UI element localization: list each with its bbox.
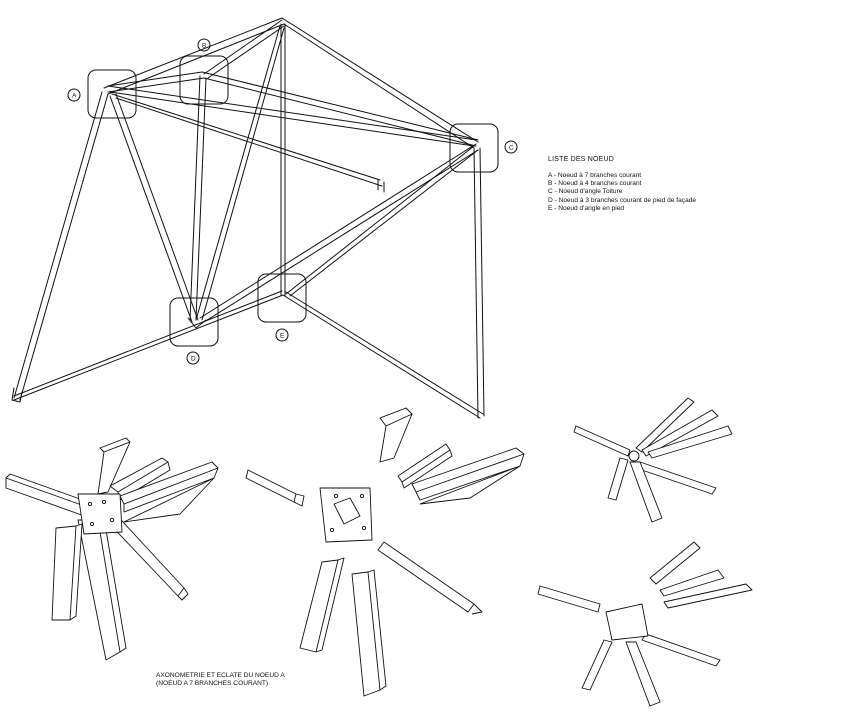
diagonal-c-d	[199, 143, 479, 323]
ground-beam-right	[282, 291, 484, 419]
post-right	[473, 147, 485, 419]
node-markers	[67, 38, 518, 365]
node-letter-e: E	[280, 333, 285, 340]
detail-caption: AXONOMETRIE ET ECLATE DU NOEUD A (NOEUD …	[156, 672, 285, 688]
diagonal-c-e	[285, 145, 479, 297]
node-letter-c: C	[509, 145, 514, 152]
node-letter-a: A	[72, 93, 77, 100]
post-center	[280, 23, 286, 297]
chord-a-b	[107, 71, 205, 93]
ground-beam-left	[13, 290, 284, 401]
node-a-exploded	[245, 407, 525, 697]
legend-item-d: D - Noeud à 3 branches courant de pied d…	[548, 196, 697, 204]
node-box-a	[87, 69, 137, 119]
node-legend: LISTE DES NOEUD A - Noeud à 7 branches c…	[548, 156, 696, 213]
ridge-apex-c	[281, 17, 479, 149]
foot-d	[187, 317, 207, 329]
legend-item-b: B - Noeud à 4 branches courant	[548, 180, 642, 188]
diagonal-apex-d	[195, 25, 285, 321]
diagonal-apex-b	[203, 19, 285, 79]
chord-b-c	[201, 71, 479, 147]
ridge-a-apex	[103, 17, 285, 95]
legend-item-a: A - Noeud à 7 branches courant	[548, 172, 642, 179]
legend-item-e: E - Noeud d'angle en pied	[548, 204, 625, 212]
chord-a-c-upper	[107, 85, 477, 147]
node-letter-d: D	[191, 356, 196, 363]
node-bubble-c	[504, 140, 518, 154]
node-letters: A B C D E	[72, 43, 514, 363]
caption-line-2: (NOEUD A 7 BRANCHES COURANT)	[156, 680, 269, 687]
node-box-b	[179, 55, 229, 105]
legend-item-c: C - Noeud d'angle Toiture	[548, 188, 623, 196]
node-bubble-d	[186, 351, 200, 365]
diagonal-a-d	[109, 93, 199, 323]
caption-line-1: AXONOMETRIE ET ECLATE DU NOEUD A	[156, 672, 285, 679]
node-letter-b: B	[202, 43, 206, 50]
node-b-detail	[573, 397, 733, 523]
space-frame	[11, 17, 485, 419]
chord-a-short	[111, 93, 385, 193]
node-bubble-e	[275, 328, 289, 342]
node-box-c	[449, 123, 499, 173]
node-box-d	[169, 297, 219, 347]
diagonal-b-d	[189, 75, 207, 321]
legend-title: LISTE DES NOEUD	[548, 156, 615, 163]
post-left	[13, 91, 109, 401]
node-a-assembled	[5, 437, 219, 661]
node-bubble-b	[197, 38, 211, 52]
node-c-detail	[537, 541, 753, 707]
node-bubble-a	[67, 88, 81, 102]
node-box-e	[257, 273, 307, 323]
foot-a	[11, 387, 23, 403]
